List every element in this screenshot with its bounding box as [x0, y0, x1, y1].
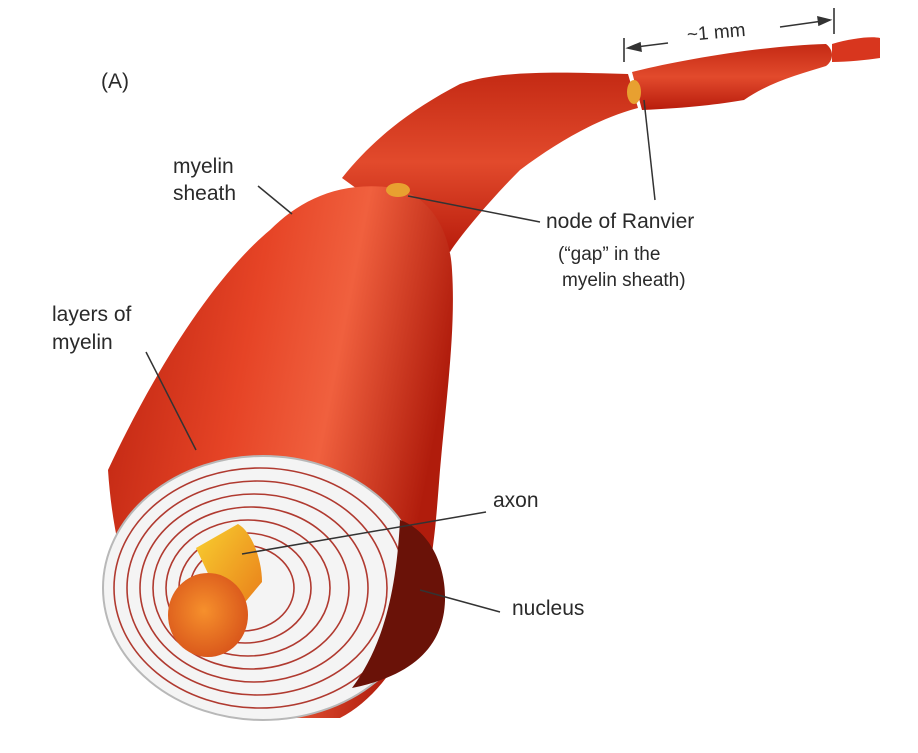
upper-internode [632, 44, 832, 110]
distal-segment [832, 37, 880, 62]
nucleus [352, 520, 446, 688]
label-nucleus: nucleus [512, 597, 585, 620]
label-scale: ~1 mm [686, 19, 747, 46]
label-axon: axon [493, 489, 539, 512]
leader-lines [145, 99, 656, 613]
panel-label: (A) [101, 70, 129, 93]
axon-rod [196, 524, 262, 620]
label-gap-note-line1: (“gap” in the [558, 244, 661, 265]
label-node-of-ranvier: node of Ranvier [546, 210, 695, 233]
label-gap-note-line2: myelin sheath) [562, 270, 686, 291]
label-myelin-sheath-line2: sheath [173, 182, 237, 205]
label-layers-of-myelin-line1: layers of [52, 303, 132, 326]
node-of-ranvier-1 [386, 183, 410, 197]
label-myelin-sheath-line1: myelin [173, 155, 234, 178]
label-layers-of-myelin-line2: myelin [52, 331, 113, 354]
node-of-ranvier-2 [627, 80, 641, 104]
axon-end [168, 573, 248, 657]
scale-bar [623, 8, 835, 62]
